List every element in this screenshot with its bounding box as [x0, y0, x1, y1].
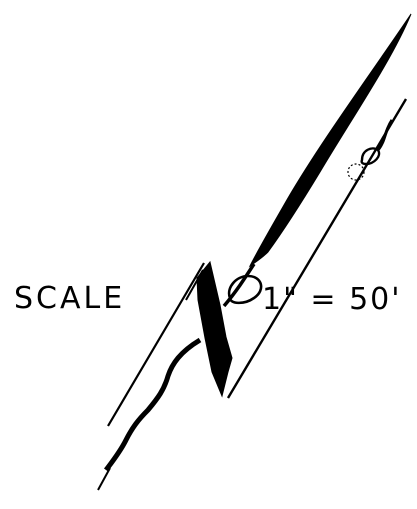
north-arrow-right-line [226, 98, 408, 399]
north-arrow-dashed-circle [347, 163, 365, 181]
north-arrow-left-line [107, 262, 205, 427]
north-arrow-stem [222, 263, 256, 308]
north-arrow-icon [97, 13, 412, 491]
north-arrow-center-loop [227, 274, 263, 305]
north-arrow-n-thin-stroke [185, 269, 204, 301]
scale-ratio: 1" = 50' [262, 282, 402, 317]
north-arrow-blade [248, 13, 412, 268]
north-arrow-letter-n [196, 260, 233, 398]
north-arrow-upper-loop [360, 147, 381, 166]
scale-label: SCALE [14, 281, 125, 316]
north-arrow-bottom-tip [97, 467, 111, 491]
north-arrow-lower-tail [104, 337, 202, 472]
north-arrow-upper-twist [376, 119, 394, 151]
